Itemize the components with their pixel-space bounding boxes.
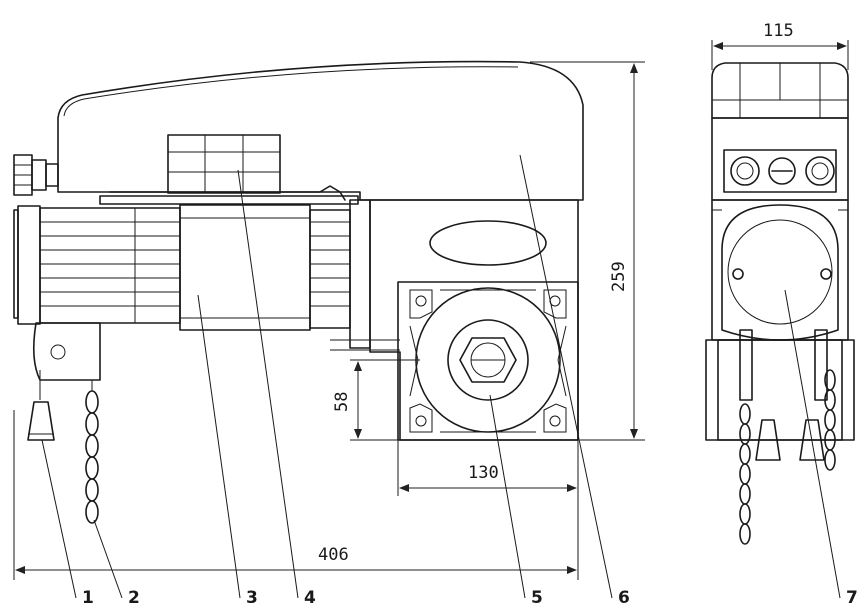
callout-4: 4 — [304, 588, 316, 605]
dim-115-label: 115 — [763, 21, 794, 41]
gearbox — [369, 199, 579, 441]
callout-5: 5 — [531, 588, 543, 605]
cable-gland — [13, 154, 59, 196]
dim-flange-width: 130 — [397, 440, 579, 496]
hand-chain — [85, 380, 99, 524]
callout-1: 1 — [82, 588, 94, 605]
end-view: 115 — [705, 21, 855, 599]
side-view: 406 259 130 58 — [13, 60, 645, 599]
motor-cover — [57, 60, 584, 201]
nameplate — [429, 220, 547, 266]
dim-shaft-height: 58 — [332, 359, 420, 441]
dim-130-label: 130 — [468, 463, 499, 483]
callout-7: 7 — [846, 588, 858, 605]
leader-lines — [41, 154, 613, 599]
pull-handle — [27, 401, 55, 441]
dim-end-width: 115 — [711, 21, 849, 70]
dim-259-label: 259 — [609, 261, 629, 292]
dim-58-label: 58 — [332, 392, 352, 412]
callout-6: 6 — [618, 588, 630, 605]
dim-406-label: 406 — [318, 545, 349, 565]
motor-body — [13, 199, 400, 351]
callout-2: 2 — [128, 588, 140, 605]
control-box — [167, 134, 281, 194]
callout-labels: 1 2 3 4 5 6 7 — [82, 588, 858, 605]
callout-3: 3 — [246, 588, 258, 605]
emergency-release — [27, 322, 101, 441]
dim-height: 259 — [530, 61, 645, 441]
dim-overall-length: 406 — [13, 410, 579, 580]
